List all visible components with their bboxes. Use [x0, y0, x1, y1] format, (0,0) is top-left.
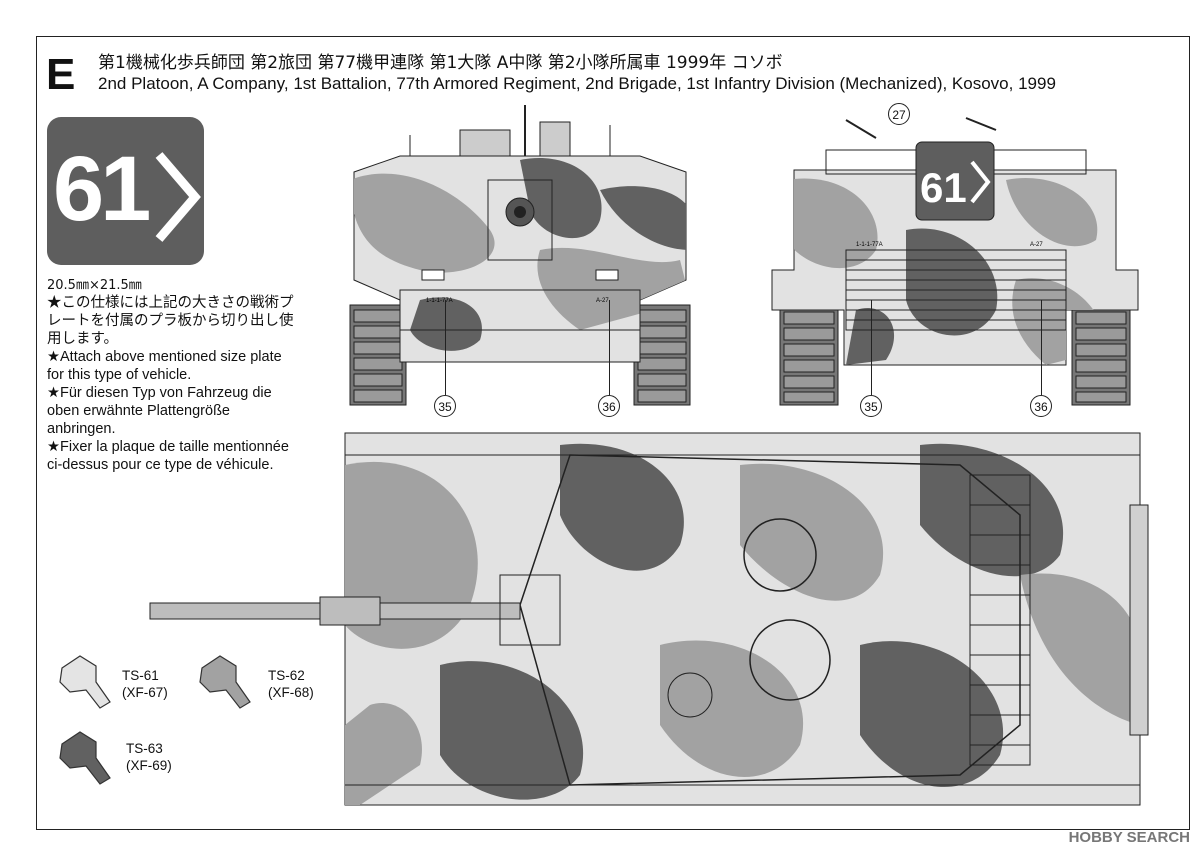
paint-ts61-label: TS-61 (XF-67) [122, 667, 168, 701]
front-right-track [633, 304, 691, 406]
scheme-letter: E [46, 50, 76, 99]
plate-size: 20.5㎜×21.5㎜ [47, 278, 142, 293]
leader-front-35 [445, 300, 446, 395]
callout-front-35: 35 [434, 395, 456, 417]
leader-rear-35 [871, 300, 872, 395]
paint-chip-ts61-swatch [59, 655, 111, 709]
paint-ts62-label: TS-62 (XF-68) [268, 667, 314, 701]
plate-chevron-icon [155, 152, 201, 242]
front-bumper-right-marking: A-27 [596, 298, 609, 304]
rear-left-marking: 1-1-1-77A [856, 242, 883, 248]
note-jp: ★この仕様には上記の大きさの戦術プレートを付属のプラ板から切り出し使用します。 [47, 295, 294, 347]
note-en: ★Attach above mentioned size plate for t… [47, 349, 282, 383]
scheme-title-en: 2nd Platoon, A Company, 1st Battalion, 7… [98, 74, 1056, 93]
tank-front-view: 1-1-1-77A A-27 [349, 105, 691, 406]
paint-chip-ts63-icon [59, 731, 111, 785]
scheme-title-jp: 第1機械化歩兵師団 第2旅団 第77機甲連隊 第1大隊 A中隊 第2小隊所属車 … [98, 53, 783, 73]
watermark: HOBBY SEARCH [1068, 829, 1190, 846]
paint-ts63-label: TS-63 (XF-69) [126, 740, 172, 774]
paint-ts61-code: TS-61 [122, 668, 159, 683]
tank-top-view [149, 432, 1149, 806]
top-turret [519, 454, 1021, 786]
front-left-track [349, 304, 407, 406]
rear-plate-number: 61 [920, 164, 967, 211]
paint-chip-ts63-swatch [59, 731, 111, 785]
paint-ts63-code: TS-63 [126, 741, 163, 756]
paint-chip-ts62-icon [199, 655, 251, 709]
note-de: ★Für diesen Typ von Fahrzeug die oben er… [47, 385, 272, 437]
paint-chip-ts62-swatch [199, 655, 251, 709]
tactical-plate: 61 [47, 117, 204, 265]
callout-rear-27: 27 [888, 103, 910, 125]
instruction-notes: ★この仕様には上記の大きさの戦術プレートを付属のプラ板から切り出し使用します。 … [47, 294, 297, 474]
paint-chip-ts61-icon [59, 655, 111, 709]
paint-ts61-alt: (XF-67) [122, 685, 168, 700]
paint-ts63-alt: (XF-69) [126, 758, 172, 773]
diagram-frame [36, 36, 1190, 830]
rear-right-marking: A-27 [1030, 242, 1043, 248]
paint-ts62-code: TS-62 [268, 668, 305, 683]
plate-number: 61 [53, 138, 151, 240]
rear-plate-chevron-icon [970, 160, 991, 204]
callout-rear-36: 36 [1030, 395, 1052, 417]
callout-rear-35: 35 [860, 395, 882, 417]
leader-front-36 [609, 300, 610, 395]
paint-ts62-alt: (XF-68) [268, 685, 314, 700]
tank-rear-view: 61 1-1-1-77A A-27 [771, 117, 1139, 406]
note-fr: ★Fixer la plaque de taille mentionnée ci… [47, 439, 289, 473]
callout-front-36: 36 [598, 395, 620, 417]
front-bumper-left-marking: 1-1-1-77A [426, 298, 453, 304]
leader-rear-36 [1041, 300, 1042, 395]
